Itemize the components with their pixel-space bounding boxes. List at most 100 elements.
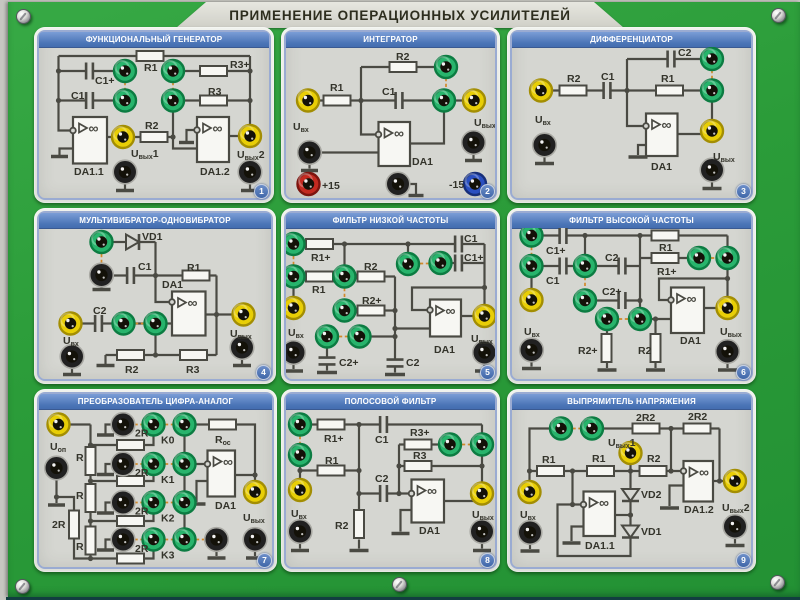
jack-green[interactable] bbox=[431, 88, 457, 113]
jack-yellow[interactable] bbox=[699, 118, 725, 144]
jack-yellow[interactable] bbox=[528, 78, 554, 103]
jack-green[interactable] bbox=[141, 527, 166, 552]
jack-green[interactable] bbox=[332, 264, 357, 289]
jack-green[interactable] bbox=[572, 253, 598, 279]
jack-green[interactable] bbox=[395, 251, 421, 277]
jack-yellow[interactable] bbox=[286, 295, 306, 321]
jack-green[interactable] bbox=[347, 324, 372, 349]
jack-black[interactable] bbox=[517, 519, 543, 546]
jack-green[interactable] bbox=[141, 451, 166, 477]
jack-black[interactable] bbox=[88, 262, 115, 288]
resistor bbox=[655, 84, 684, 97]
jack-green[interactable] bbox=[433, 54, 459, 80]
jack-black[interactable] bbox=[722, 513, 748, 540]
jack-black[interactable] bbox=[296, 139, 323, 166]
wire bbox=[56, 495, 76, 511]
jack-black[interactable] bbox=[287, 518, 313, 545]
jack-black[interactable] bbox=[203, 526, 230, 553]
jack-green[interactable] bbox=[572, 288, 598, 313]
jack-black[interactable] bbox=[242, 526, 268, 553]
jack-black[interactable] bbox=[229, 334, 255, 361]
jack-black[interactable] bbox=[59, 343, 85, 370]
jack-green[interactable] bbox=[627, 306, 653, 332]
jack-yellow[interactable] bbox=[472, 303, 496, 329]
jack-green[interactable] bbox=[172, 412, 197, 437]
jack-black[interactable] bbox=[469, 518, 495, 545]
junction-dot bbox=[87, 442, 94, 448]
jack-black[interactable] bbox=[237, 159, 263, 185]
jack-yellow[interactable] bbox=[722, 468, 748, 494]
jack-black[interactable] bbox=[286, 339, 307, 366]
junction-dot bbox=[652, 316, 659, 322]
diode bbox=[125, 232, 142, 252]
jack-green[interactable] bbox=[287, 412, 313, 437]
jack-green[interactable] bbox=[428, 250, 453, 276]
jack-yellow[interactable] bbox=[237, 123, 263, 149]
jack-green[interactable] bbox=[112, 58, 138, 84]
jack-green[interactable] bbox=[89, 229, 114, 255]
component-label: C1 bbox=[464, 233, 478, 245]
jack-black[interactable] bbox=[714, 338, 741, 365]
jack-black[interactable] bbox=[43, 455, 70, 481]
jack-green[interactable] bbox=[469, 432, 495, 457]
jack-yellow[interactable] bbox=[618, 440, 643, 466]
jack-yellow[interactable] bbox=[519, 287, 544, 313]
jack-green[interactable] bbox=[111, 311, 136, 336]
jack-yellow[interactable] bbox=[517, 479, 542, 505]
component-label: R1 bbox=[542, 454, 556, 466]
jack-yellow[interactable] bbox=[231, 302, 256, 327]
jack-green[interactable] bbox=[141, 412, 166, 437]
jack-green[interactable] bbox=[519, 253, 544, 279]
jack-yellow[interactable] bbox=[110, 124, 136, 150]
jack-green[interactable] bbox=[172, 527, 197, 552]
jack-green[interactable] bbox=[172, 490, 197, 515]
jack-black[interactable] bbox=[112, 159, 138, 185]
jack-green[interactable] bbox=[686, 245, 712, 271]
jack-green[interactable] bbox=[594, 306, 620, 332]
jack-black[interactable] bbox=[471, 339, 495, 366]
jack-yellow[interactable] bbox=[715, 295, 740, 321]
jack-green[interactable] bbox=[314, 324, 340, 349]
jack-green[interactable] bbox=[160, 88, 186, 113]
jack-yellow[interactable] bbox=[242, 479, 268, 505]
jack-green[interactable] bbox=[143, 311, 168, 336]
jack-yellow[interactable] bbox=[295, 88, 321, 113]
jack-green[interactable] bbox=[141, 490, 166, 515]
svg-text:∞: ∞ bbox=[394, 125, 404, 141]
jack-black[interactable] bbox=[531, 132, 558, 158]
jack-red[interactable] bbox=[296, 171, 321, 197]
jack-yellow[interactable] bbox=[46, 412, 71, 437]
jack-green[interactable] bbox=[715, 245, 740, 271]
jack-green[interactable] bbox=[579, 416, 605, 441]
jack-green[interactable] bbox=[332, 298, 357, 323]
jack-black[interactable] bbox=[110, 451, 136, 477]
jack-black[interactable] bbox=[110, 489, 136, 516]
jack-black[interactable] bbox=[460, 129, 487, 156]
jack-green[interactable] bbox=[286, 264, 306, 289]
jack-yellow[interactable] bbox=[469, 481, 495, 506]
svg-text:∞: ∞ bbox=[662, 117, 672, 133]
jack-green[interactable] bbox=[699, 78, 725, 103]
resistor bbox=[388, 61, 418, 73]
jack-green[interactable] bbox=[286, 231, 306, 257]
jack-black[interactable] bbox=[110, 526, 136, 553]
panel-title: ВЫПРЯМИТЕЛЬ НАПРЯЖЕНИЯ bbox=[512, 394, 751, 410]
jack-black[interactable] bbox=[385, 171, 411, 197]
junction-dot bbox=[356, 421, 362, 428]
jack-yellow[interactable] bbox=[287, 477, 313, 503]
jack-green[interactable] bbox=[548, 416, 574, 441]
jack-green[interactable] bbox=[287, 442, 313, 468]
jack-yellow[interactable] bbox=[58, 311, 83, 336]
jack-yellow[interactable] bbox=[461, 88, 487, 113]
jack-green[interactable] bbox=[699, 47, 725, 72]
jack-green[interactable] bbox=[519, 228, 544, 248]
jack-green[interactable] bbox=[160, 58, 186, 84]
jack-black[interactable] bbox=[110, 411, 136, 438]
jack-black[interactable] bbox=[699, 157, 725, 183]
jack-black[interactable] bbox=[518, 337, 545, 363]
jack-green[interactable] bbox=[172, 451, 197, 477]
jack-green[interactable] bbox=[112, 88, 138, 113]
jack-green[interactable] bbox=[437, 432, 463, 457]
junction-dot bbox=[87, 518, 94, 524]
